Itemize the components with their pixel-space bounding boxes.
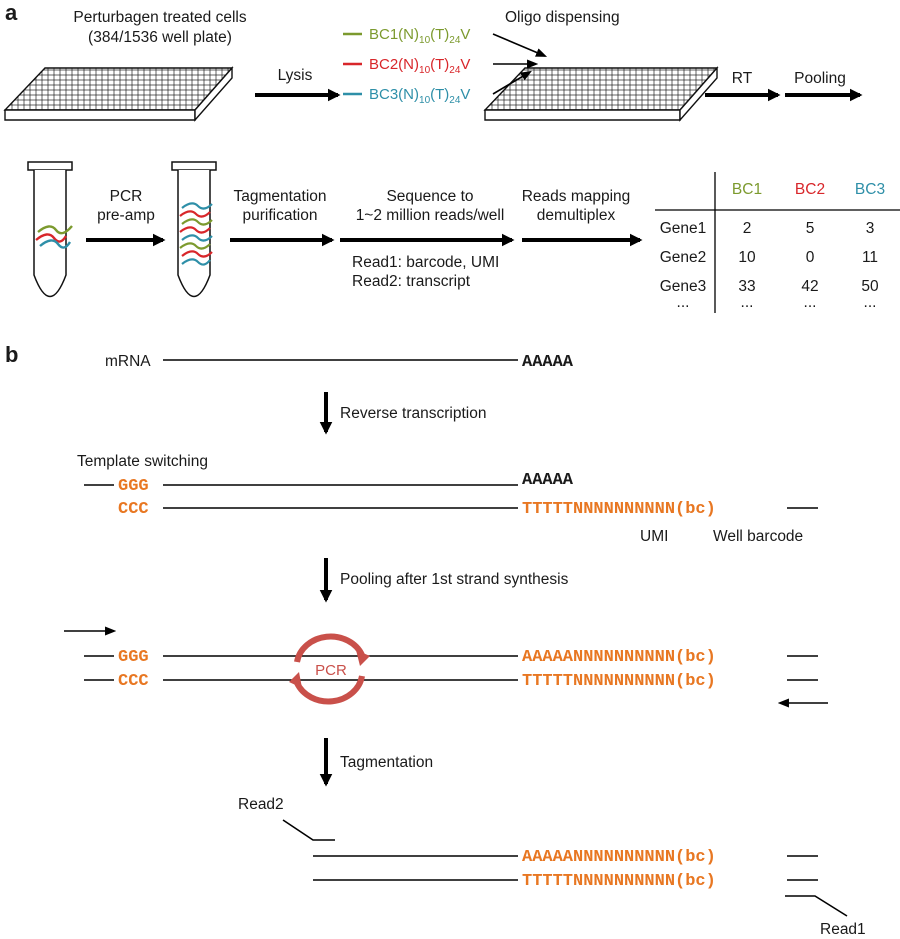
- svg-text:11: 11: [862, 249, 878, 266]
- oligo-dispensing-label: Oligo dispensing: [505, 9, 620, 26]
- col-bc1: BC1: [732, 181, 762, 198]
- table-row: Gene2 10 0 11: [660, 249, 878, 266]
- lysis-label: Lysis: [278, 67, 313, 84]
- well-plate-right: [483, 66, 719, 122]
- sequence-label-1: Sequence to: [386, 188, 473, 205]
- pcr-label-1: PCR: [110, 188, 143, 205]
- count-table: BC1 BC2 BC3 Gene1 2 5 3 Gene2 10 0 11 Ge…: [655, 172, 900, 313]
- read2-description: Read2: transcript: [352, 273, 471, 290]
- svg-text:...: ...: [864, 294, 877, 311]
- plate-title-line1: Perturbagen treated cells: [73, 9, 246, 26]
- pcr-bottom-seq: TTTTTNNNNNNNNNN(bc): [522, 672, 716, 691]
- tag-bottom-seq: TTTTTNNNNNNNNNN(bc): [522, 872, 716, 891]
- dispensing-pointers: [492, 33, 548, 95]
- plate-title-line2: (384/1536 well plate): [88, 29, 232, 46]
- tagmentation-label-2: purification: [243, 207, 318, 224]
- svg-text:...: ...: [741, 294, 754, 311]
- ts-bottom-seq: TTTTTNNNNNNNNNN(bc): [522, 500, 716, 519]
- ccc-seq-2: CCC: [118, 672, 149, 691]
- template-switching-label: Template switching: [77, 453, 208, 470]
- ts-polya: AAAAA: [522, 471, 574, 490]
- ccc-seq-1: CCC: [118, 500, 149, 519]
- pcr-cycle-label: PCR: [315, 662, 347, 679]
- oligo-list: BC1(N)10(T)24V BC2(N)10(T)24V BC3(N)10(T…: [343, 26, 470, 106]
- rt-label: RT: [732, 70, 753, 87]
- tagmentation-label-1: Tagmentation: [233, 188, 326, 205]
- sequence-label-2: 1~2 million reads/well: [356, 207, 505, 224]
- svg-text:50: 50: [861, 278, 879, 295]
- svg-text:Gene3: Gene3: [660, 278, 707, 295]
- svg-text:0: 0: [806, 249, 815, 266]
- well-plate-left: [3, 66, 234, 122]
- pcr-label-2: pre-amp: [97, 207, 155, 224]
- read1-description: Read1: barcode, UMI: [352, 254, 499, 271]
- read2-label: Read2: [238, 796, 284, 813]
- svg-text:...: ...: [677, 294, 690, 311]
- svg-text:2: 2: [743, 220, 752, 237]
- pooling-label: Pooling: [794, 70, 846, 87]
- svg-text:...: ...: [804, 294, 817, 311]
- read1-adapter: [785, 895, 848, 917]
- mrna-label: mRNA: [105, 353, 151, 370]
- svg-text:5: 5: [806, 220, 815, 237]
- svg-text:33: 33: [738, 278, 755, 295]
- svg-text:3: 3: [866, 220, 875, 237]
- bc1-oligo: BC1(N)10(T)24V: [369, 26, 470, 46]
- read2-adapter: [282, 819, 335, 841]
- table-row: ... ... ... ...: [677, 294, 877, 311]
- bc3-oligo: BC3(N)10(T)24V: [369, 86, 470, 106]
- col-bc2: BC2: [795, 181, 825, 198]
- ggg-seq-2: GGG: [118, 648, 149, 667]
- panel-a-label: a: [5, 0, 18, 25]
- well-barcode-label: Well barcode: [713, 528, 803, 545]
- svg-text:10: 10: [738, 249, 756, 266]
- reverse-transcription-label: Reverse transcription: [340, 405, 486, 422]
- panel-b-label: b: [5, 342, 18, 367]
- svg-text:Gene1: Gene1: [660, 220, 707, 237]
- table-row: Gene1 2 5 3: [660, 220, 875, 237]
- tag-top-seq: AAAAANNNNNNNNNN(bc): [522, 848, 716, 867]
- tube-amplified: [171, 161, 217, 297]
- pooling-step-label: Pooling after 1st strand synthesis: [340, 571, 569, 588]
- umi-label: UMI: [640, 528, 668, 545]
- mapping-label-2: demultiplex: [537, 207, 616, 224]
- mrna-polya: AAAAA: [522, 353, 574, 372]
- col-bc3: BC3: [855, 181, 885, 198]
- pcr-top-seq: AAAAANNNNNNNNNN(bc): [522, 648, 716, 667]
- svg-text:42: 42: [801, 278, 818, 295]
- mapping-label-1: Reads mapping: [522, 188, 631, 205]
- table-row: Gene3 33 42 50: [660, 278, 879, 295]
- pcr-cycle-icon: PCR: [289, 633, 370, 705]
- tube-pooled: [27, 161, 73, 297]
- bc2-oligo: BC2(N)10(T)24V: [369, 56, 470, 76]
- ggg-seq-1: GGG: [118, 477, 149, 496]
- read1-label: Read1: [820, 921, 866, 938]
- svg-text:Gene2: Gene2: [660, 249, 707, 266]
- tagmentation-step-label: Tagmentation: [340, 754, 433, 771]
